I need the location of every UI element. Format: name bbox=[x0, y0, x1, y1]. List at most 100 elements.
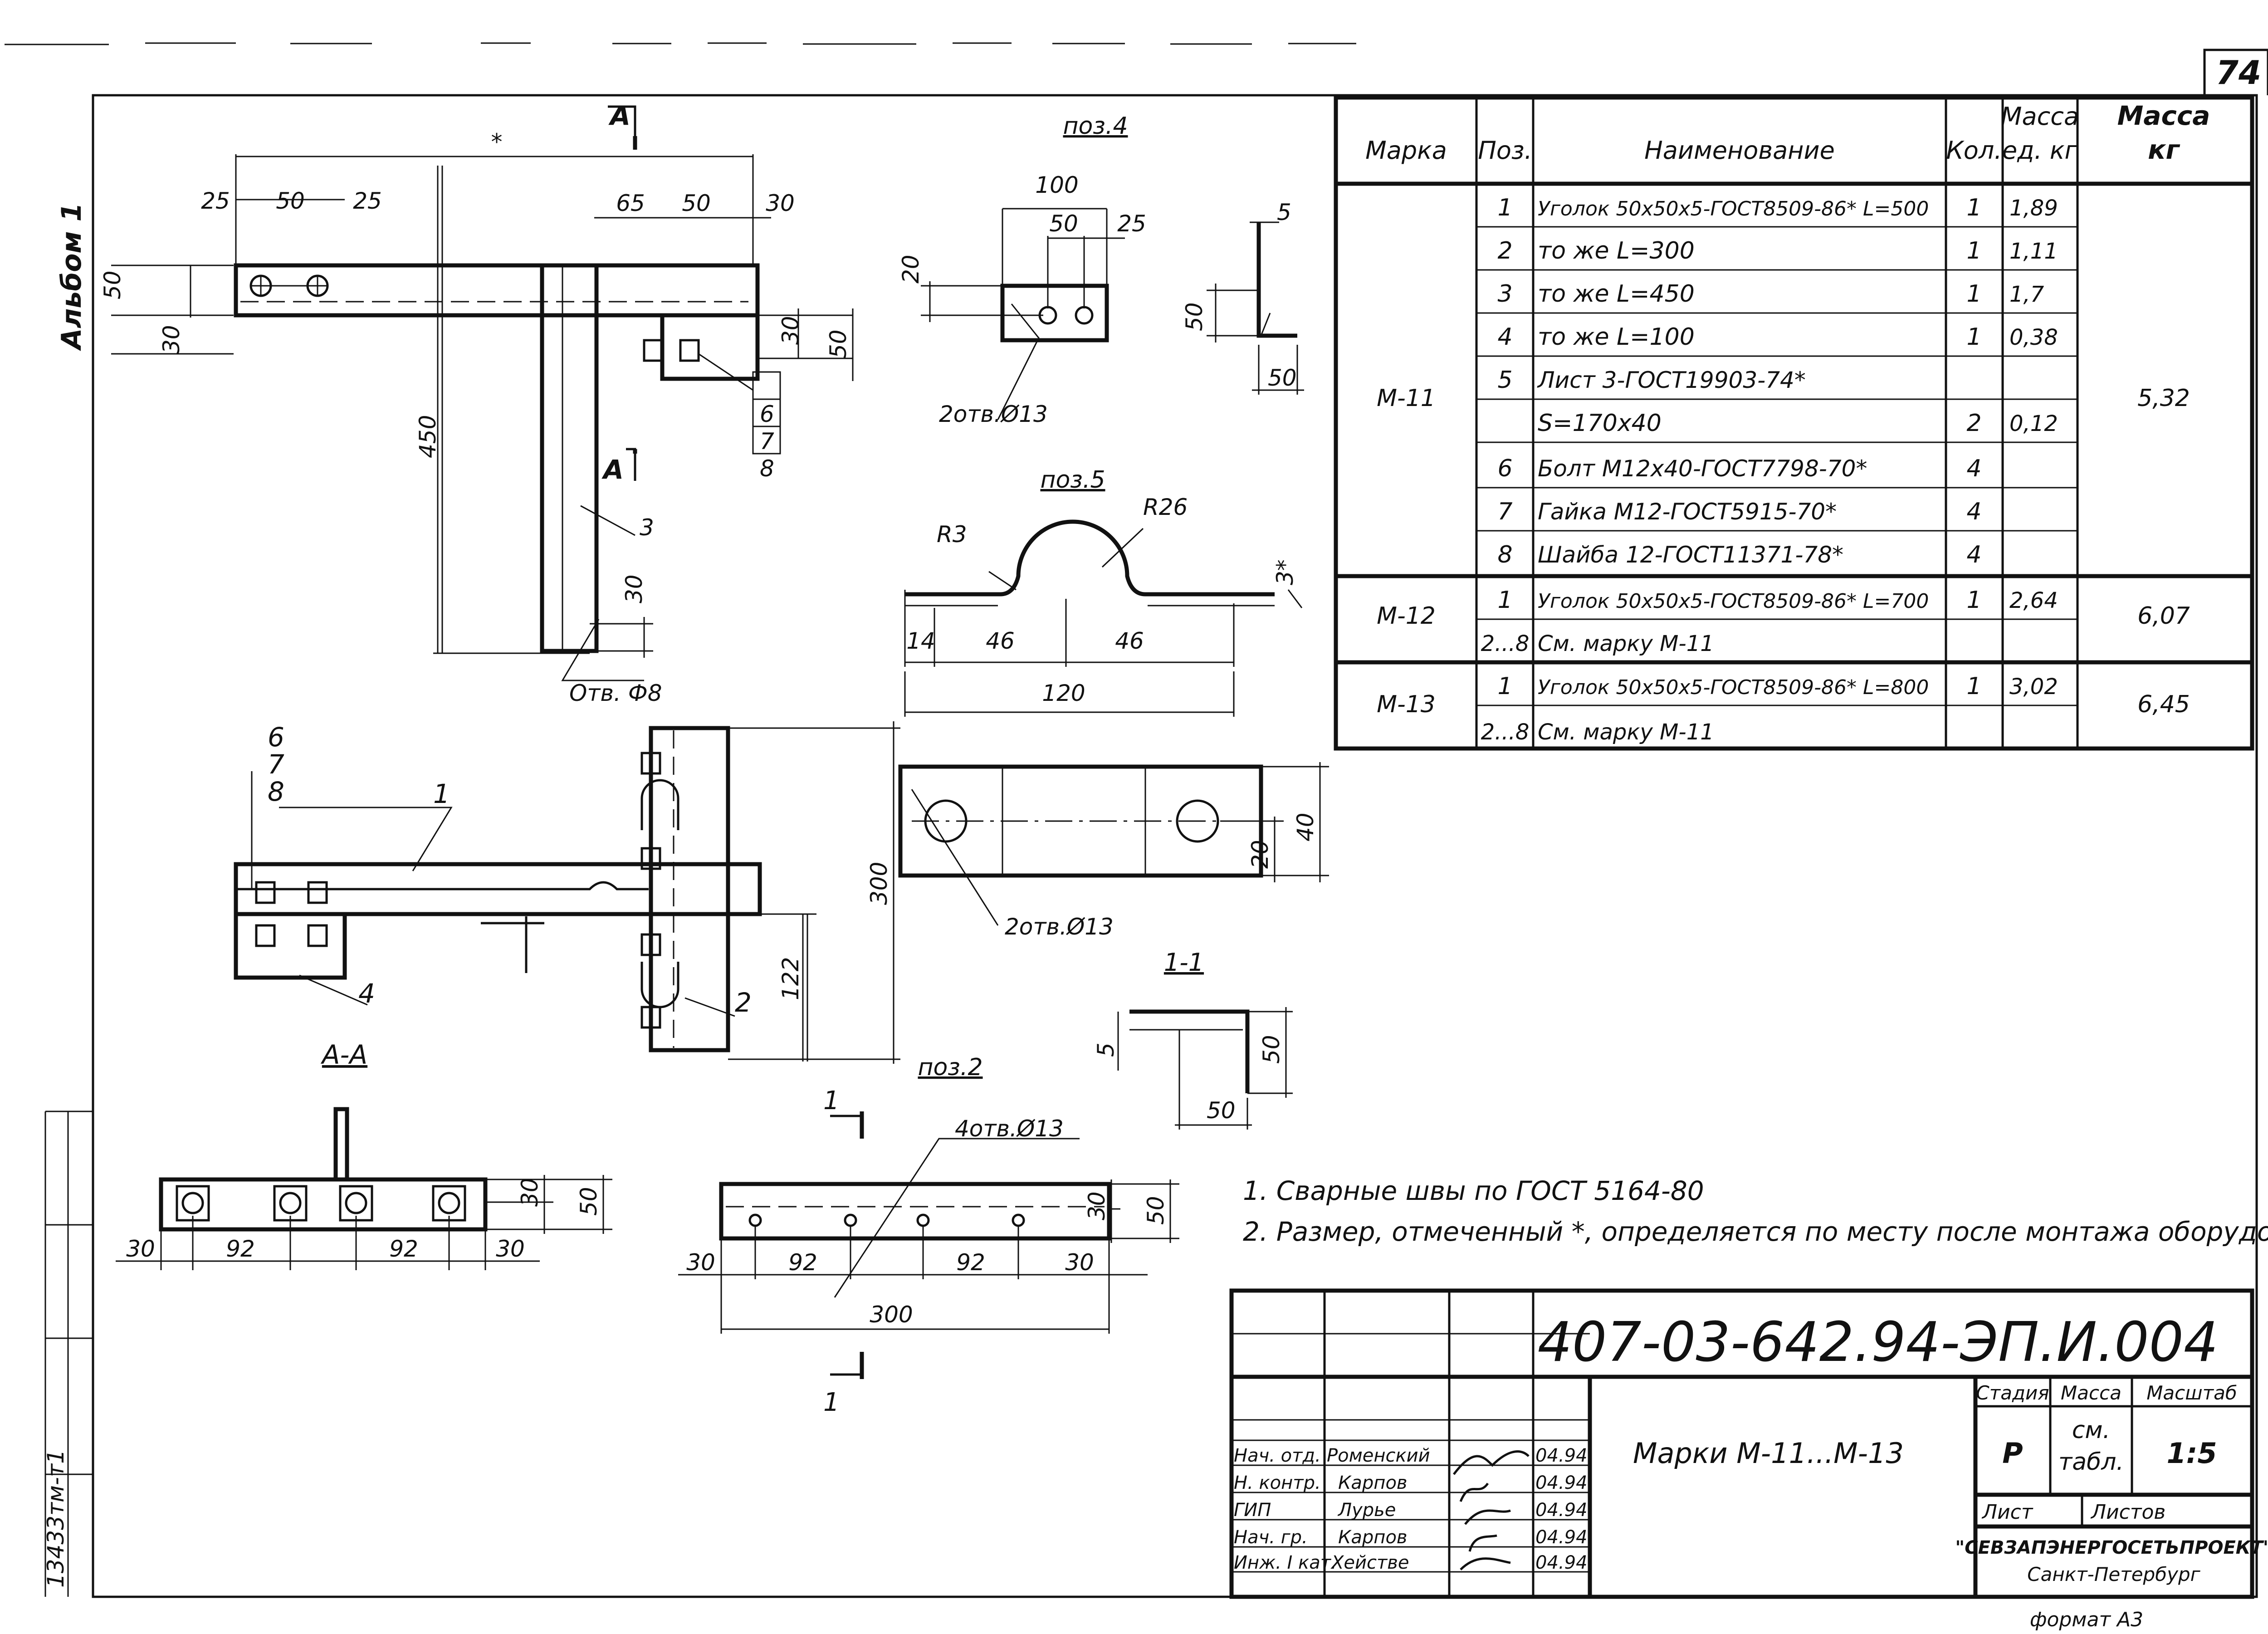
spec-row: S=170х40 2 0,12 bbox=[1538, 410, 2058, 437]
spec-name: Гайка М12-ГОСТ5915-70* bbox=[1538, 499, 1837, 525]
pos7-label: 7 bbox=[760, 428, 774, 455]
spec-mass-ed: 3,02 bbox=[2009, 674, 2058, 700]
spec-mass-ed: 2,64 bbox=[2009, 588, 2058, 613]
section11-d5: 5 bbox=[1093, 1042, 1119, 1057]
spec-poz: 5 bbox=[1497, 367, 1512, 394]
spec-col-mass-ed-2: ед. кг bbox=[2002, 136, 2078, 165]
spec-mass-ed: 1,7 bbox=[2009, 282, 2044, 307]
sign-date: 04.94 bbox=[1535, 1500, 1588, 1521]
pos4-d25: 25 bbox=[1117, 210, 1146, 237]
spec-poz: 2 bbox=[1497, 237, 1512, 264]
dim-50b: 50 bbox=[682, 190, 711, 216]
plan-pos2: 2 bbox=[735, 987, 752, 1018]
sign-name: Лурье bbox=[1337, 1500, 1396, 1521]
page-number: 74 bbox=[2216, 54, 2261, 92]
strip-d20: 20 bbox=[1247, 840, 1273, 869]
aa-d30a: 30 bbox=[126, 1236, 155, 1262]
dim-v450: 450 bbox=[415, 415, 441, 458]
plan-pos4: 4 bbox=[358, 978, 375, 1009]
spec-mass-m11: 5,32 bbox=[2137, 385, 2190, 412]
sign-name: Роменский bbox=[1327, 1445, 1430, 1466]
spec-mass-ed: 0,12 bbox=[2009, 411, 2058, 436]
pos3-label: 3 bbox=[640, 514, 654, 541]
spec-name: Шайба 12-ГОСТ11371-78* bbox=[1538, 542, 1843, 568]
stage-label: Стадия bbox=[1976, 1382, 2049, 1404]
spec-col-mass-1: Масса bbox=[2117, 100, 2210, 131]
pos2-d30a: 30 bbox=[686, 1249, 715, 1276]
city: Санкт-Петербург bbox=[2027, 1563, 2200, 1585]
spec-name: Уголок 50х50х5-ГОСТ8509-86* L=500 bbox=[1538, 197, 1929, 220]
section-mark-mid: А bbox=[601, 454, 624, 485]
doc-code: 407-03-642.94-ЭП.И.004 bbox=[1538, 1311, 2219, 1374]
dim-25a: 25 bbox=[201, 188, 230, 214]
spec-poz: 2...8 bbox=[1481, 719, 1530, 745]
plan-pos8: 8 bbox=[268, 776, 284, 807]
sign-date: 04.94 bbox=[1535, 1473, 1588, 1493]
spec-mass-ed: 1,11 bbox=[2009, 239, 2058, 264]
spec-name: Лист 3-ГОСТ19903-74* bbox=[1537, 367, 1806, 393]
sign-date: 04.94 bbox=[1535, 1445, 1588, 1466]
note-1: 1. Сварные швы по ГОСТ 5164-80 bbox=[1243, 1175, 1704, 1206]
pos5-title: поз.5 bbox=[1040, 466, 1105, 494]
spec-poz: 7 bbox=[1497, 498, 1512, 525]
spec-marka-m11: М-11 bbox=[1377, 385, 1436, 412]
sign-role: Нач. гр. bbox=[1234, 1527, 1308, 1548]
sheets-label: Листов bbox=[2090, 1501, 2165, 1524]
pos6-label: 6 bbox=[760, 401, 774, 427]
dim-v30: 30 bbox=[158, 325, 185, 354]
title-block bbox=[1229, 1288, 2254, 1599]
spec-kol: 4 bbox=[1966, 541, 1981, 568]
hole-label: Отв. Ф8 bbox=[569, 680, 662, 706]
pos2-v50: 50 bbox=[1143, 1196, 1169, 1225]
spec-row: 8 Шайба 12-ГОСТ11371-78* 4 bbox=[1497, 541, 1981, 568]
spec-kol: 1 bbox=[1966, 280, 1981, 308]
sheet-frame bbox=[5, 42, 2268, 1598]
aa-v30: 30 bbox=[517, 1178, 543, 1207]
organization: "СЕВЗАПЭНЕРГОСЕТЬПРОЕКТ" bbox=[1955, 1537, 2268, 1558]
pos4-detail bbox=[921, 208, 1304, 420]
spec-name: то же L=100 bbox=[1538, 323, 1695, 351]
spec-name: Уголок 50х50х5-ГОСТ8509-86* L=700 bbox=[1538, 590, 1929, 613]
section11-d50h: 50 bbox=[1207, 1097, 1236, 1124]
dim-v50: 50 bbox=[99, 270, 126, 299]
pos5-detail bbox=[904, 519, 1303, 717]
sign-name: Хействе bbox=[1330, 1552, 1409, 1573]
spec-kol: 2 bbox=[1966, 410, 1981, 437]
sign-name: Карпов bbox=[1338, 1527, 1408, 1548]
pos5-r26: R26 bbox=[1143, 494, 1188, 520]
section11-title: 1-1 bbox=[1164, 948, 1204, 977]
spec-marka-m13: М-13 bbox=[1377, 691, 1436, 718]
spec-row: 1 Уголок 50х50х5-ГОСТ8509-86* L=800 1 3,… bbox=[1497, 673, 2058, 700]
section-1-1 bbox=[1117, 1007, 1293, 1130]
spec-col-marka: Марка bbox=[1365, 136, 1447, 165]
pos5-d46a: 46 bbox=[986, 628, 1015, 654]
spec-name: См. марку М-11 bbox=[1538, 719, 1714, 745]
plan-view bbox=[234, 721, 900, 1064]
spec-name: Болт М12х40-ГОСТ7798-70* bbox=[1538, 455, 1867, 482]
dim-65: 65 bbox=[616, 190, 645, 216]
spec-name: S=170х40 bbox=[1538, 410, 1662, 437]
plan-pos1: 1 bbox=[433, 778, 450, 809]
pos2-d92a: 92 bbox=[788, 1249, 817, 1276]
spec-mass-ed: 0,38 bbox=[2009, 325, 2058, 350]
pos4-d5: 5 bbox=[1277, 199, 1291, 225]
dim-star: * bbox=[491, 129, 503, 155]
dim-25b: 25 bbox=[353, 188, 382, 214]
plan-d122: 122 bbox=[777, 957, 804, 1000]
sign-role: Н. контр. bbox=[1234, 1473, 1321, 1493]
aa-d30b: 30 bbox=[496, 1236, 525, 1262]
sign-date: 04.94 bbox=[1535, 1527, 1588, 1548]
sign-role: Инж. I кат. bbox=[1234, 1552, 1337, 1573]
sign-name: Карпов bbox=[1338, 1473, 1408, 1493]
spec-poz: 6 bbox=[1497, 455, 1512, 482]
scale-value: 1:5 bbox=[2166, 1437, 2217, 1470]
sheet-label: Лист bbox=[1981, 1501, 2033, 1524]
sign-role: Нач. отд. bbox=[1234, 1445, 1321, 1466]
pos4-d100: 100 bbox=[1035, 172, 1078, 198]
plan-d300: 300 bbox=[866, 862, 892, 905]
scale-label: Масштаб bbox=[2146, 1382, 2237, 1404]
strip-d40: 40 bbox=[1292, 812, 1319, 841]
dim-v30r: 30 bbox=[777, 316, 804, 345]
pos2-holes: 4отв.Ø13 bbox=[955, 1115, 1064, 1142]
